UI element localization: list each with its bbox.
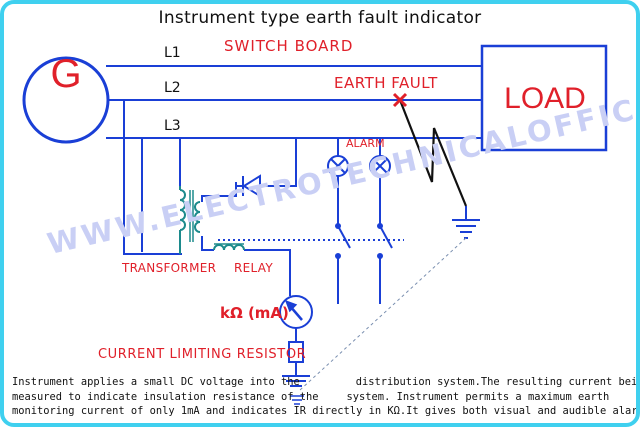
- resistor-label: CURRENT LIMITING RESISTOR: [98, 347, 307, 362]
- relay-label: RELAY: [234, 261, 273, 275]
- description-line-3: monitoring current of only 1mA and indic…: [12, 405, 640, 417]
- earth-fault-label: EARTH FAULT: [334, 74, 438, 92]
- transformer-symbol: [179, 186, 201, 254]
- load-box: [480, 44, 608, 152]
- load-label: LOAD: [504, 82, 586, 115]
- line-l2-label: L2: [164, 80, 181, 96]
- description-line-2: measured to indicate insulation resistan…: [12, 390, 610, 403]
- circuit-diagram: [22, 44, 608, 405]
- page-title: Instrument type earth fault indicator: [158, 8, 482, 28]
- diode-symbol: [236, 174, 270, 198]
- transformer-label: TRANSFORMER: [122, 261, 217, 275]
- relay-symbol: [213, 243, 245, 251]
- alarm-label: ALARM: [346, 137, 385, 150]
- description-line-1: Instrument applies a small DC voltage in…: [12, 376, 640, 388]
- fault-path: [398, 99, 468, 207]
- line-l3-label: L3: [164, 118, 181, 134]
- switch-board-label: SWITCH BOARD: [224, 37, 354, 55]
- description-text: Instrument applies a small DC voltage in…: [12, 375, 640, 419]
- meter-units-label: kΩ (mA): [220, 304, 289, 322]
- generator-label: G: [50, 52, 82, 96]
- line-l1-label: L1: [164, 45, 181, 61]
